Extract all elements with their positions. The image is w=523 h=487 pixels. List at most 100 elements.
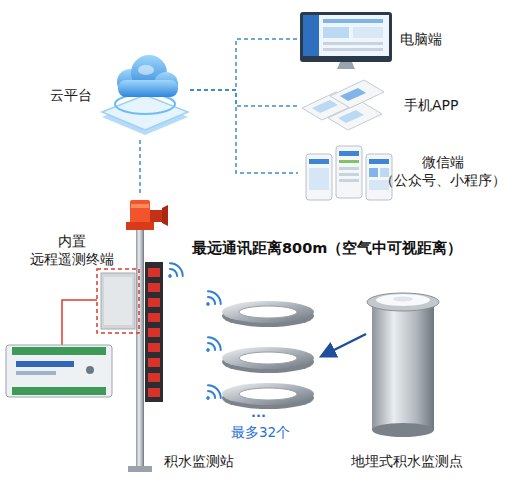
wechat-icon-part [306,154,332,200]
monitoring-pole-part [126,222,154,230]
diagram-node: 电脑端 [298,8,478,70]
sensor-rings-part [239,306,297,318]
buried-sensor [367,293,439,437]
cloud-icon-part [138,65,154,75]
telemetry-terminal-device-part [16,371,56,375]
dashed-connector [190,39,298,90]
diagram-node: 内置 远程遥测终端 [20,230,140,338]
telemetry-terminal-device-part [6,345,112,397]
sensor-rings-part [222,383,314,405]
wifi-symbols-part-part [205,395,210,400]
node-label: 云平台 [50,86,92,104]
computer-icon-part [300,12,392,62]
wifi-symbols-part-part [208,289,223,304]
node-label: （公众号、小程序） [376,172,510,190]
node-label: 地埋式积水监测点 [351,452,463,470]
wifi-symbols-part-part [208,389,217,398]
dashed-connector [190,90,298,173]
telemetry-terminal-device-part [86,366,94,374]
computer-icon-part [323,42,383,45]
led-display-part [148,388,160,397]
computer-icon [300,12,392,69]
monitoring-pole-part [130,200,150,224]
sensor-rings-part [222,301,314,323]
telemetry-terminal-device [6,345,112,397]
wifi-symbols-part [200,335,223,358]
wechat-icon-part [339,167,359,170]
led-display [145,262,163,402]
sensor-rings-part [239,388,297,400]
wifi-symbols [162,261,223,406]
node-label: 电脑端 [400,30,442,48]
cloud-icon-part [118,80,178,97]
buried-sensor-part [376,294,430,306]
monitoring-pole-part [150,210,162,222]
cloud-icon-part [102,95,188,130]
wifi-symbols-part-part [208,383,223,398]
diagram-node: 微信端（公众号、小程序） [298,140,514,206]
wifi-symbols-part-part [208,341,217,350]
wechat-icon-part [309,168,329,190]
count-note: 最多32个 [231,424,290,442]
diagram-node: 手机APP [298,78,478,134]
range-note: 最远通讯距离800m（空气中可视距离） [192,239,462,258]
wifi-symbols-part-part [170,261,185,276]
wechat-icon-part [339,173,359,176]
wechat-icon-part [369,159,389,164]
monitoring-pole-part [136,228,144,468]
dashed-connector [139,140,141,195]
terminal-housing [62,269,139,345]
text-group: 地埋式积水监测点 [351,452,463,470]
monitoring-pole-part [131,204,149,208]
diagram-node: 云平台 [50,40,190,140]
computer-icon-part [353,27,383,38]
cloud-icon [102,55,188,135]
wechat-icon-part [339,179,359,182]
wifi-symbols-part [200,289,223,312]
text-group: 微信端（公众号、小程序） [376,154,510,189]
wechat-icon [306,146,392,200]
led-display-part [148,283,160,292]
monitoring-pole [126,200,168,472]
text-group: 云平台 [50,86,92,104]
telemetry-terminal-device-part [12,387,106,395]
pointer-arrow-part [322,334,366,356]
led-display-part [148,358,160,367]
wifi-symbols-part-part [170,267,179,276]
diagram-node: 地埋式积水监测点 [345,288,495,478]
wifi-symbols-part-part [208,295,217,304]
text-group: 电脑端 [400,30,442,48]
wifi-symbols-part-part [205,347,210,352]
wifi-symbols-part-part [208,335,223,350]
pointer-arrow [322,334,366,356]
wifi-symbols-part-part [167,273,172,278]
computer-icon-part [303,15,389,56]
text-group: 积水监测站 [164,452,234,470]
led-display-part [148,268,160,277]
terminal-housing-part [104,277,132,325]
node-label: 积水监测站 [164,452,234,470]
phone-app-icon-part [330,80,384,108]
count-note: ... [251,405,266,420]
terminal-housing-part [97,269,139,333]
computer-icon-part [303,15,319,56]
wechat-icon-part [336,146,362,198]
node-label: 微信端 [376,154,510,172]
sensor-rings-part [222,347,314,369]
phone-app-icon-part [340,88,366,101]
monitoring-pole-part [162,205,168,226]
wifi-symbols-part [162,261,185,284]
wechat-icon-part [369,168,378,177]
led-display-part [148,298,160,307]
led-display-part [148,373,160,382]
led-display-part [148,313,160,322]
sensor-rings-part [239,352,297,364]
wechat-icon-part [339,160,359,163]
wechat-icon-part [309,159,329,164]
text-group: 内置 远程遥测终端 [20,232,124,268]
terminal-housing-part [62,300,97,345]
diagram-node: 积水监测站 [118,195,244,477]
phone-app-icon-part [338,110,364,123]
node-label: 内置 远程遥测终端 [20,232,124,268]
sensor-rings [222,301,314,409]
